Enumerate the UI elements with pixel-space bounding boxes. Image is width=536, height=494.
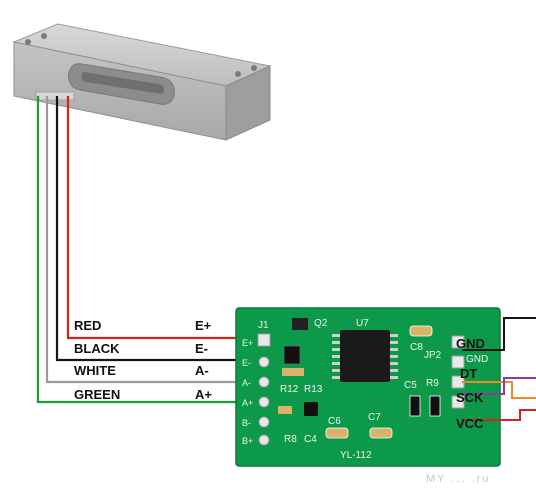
silk-u7: U7: [356, 318, 369, 329]
label-a-plus: A+: [195, 387, 212, 402]
green-wire: [36, 96, 248, 404]
silk-gnd-pin: GND: [466, 354, 488, 365]
dt-wire: [462, 381, 536, 399]
silk-r8: R8: [284, 434, 297, 445]
ic-chip: [332, 330, 398, 382]
silk-c6: C6: [328, 416, 341, 427]
label-e-plus: E+: [195, 318, 212, 333]
controller-wires: [462, 317, 536, 421]
vcc-wire: [462, 409, 536, 421]
silk-r13: R13: [304, 384, 323, 395]
black-wire: [55, 96, 248, 362]
sck-wire: [462, 377, 536, 395]
white-wire: [45, 96, 248, 384]
right-pin-header: [451, 335, 465, 409]
label-a-minus: A-: [195, 363, 209, 378]
silk-b-minus: B-: [242, 418, 251, 428]
silk-jp2: JP2: [424, 350, 442, 361]
red-wire: [66, 96, 248, 340]
label-white: WHITE: [74, 363, 116, 378]
silk-model: YL-112: [340, 450, 372, 461]
silk-j1: J1: [258, 320, 269, 331]
label-vcc: VCC: [456, 416, 484, 431]
gnd-wire: [462, 317, 536, 351]
left-pin-header: [257, 333, 271, 446]
silk-r12: R12: [280, 384, 299, 395]
load-cell-wires: [36, 96, 248, 404]
silk-b-plus: B+: [242, 436, 253, 446]
silk-e-minus: E-: [242, 358, 251, 368]
label-e-minus: E-: [195, 341, 208, 356]
watermark: MY ... .ru: [426, 473, 490, 485]
label-red: RED: [74, 318, 101, 333]
label-black: BLACK: [74, 341, 120, 356]
silk-e-plus: E+: [242, 338, 253, 348]
silk-r9: R9: [426, 378, 439, 389]
label-green: GREEN: [74, 387, 120, 402]
label-gnd: GND: [456, 336, 485, 351]
hx711-board-icon: J1 Q2 U7 C8 JP2 GND E+ E- A- A+ B- B+ R1…: [235, 307, 501, 467]
silk-c7: C7: [368, 412, 381, 423]
silk-q2: Q2: [314, 318, 328, 329]
label-dt: DT: [460, 366, 477, 381]
label-sck: SCK: [456, 390, 484, 405]
silk-c4: C4: [304, 434, 317, 445]
load-cell-icon: [12, 23, 272, 141]
silk-c5: C5: [404, 380, 417, 391]
silk-c8-top: C8: [410, 342, 423, 353]
silk-a-minus: A-: [242, 378, 251, 388]
silk-a-plus: A+: [242, 398, 253, 408]
